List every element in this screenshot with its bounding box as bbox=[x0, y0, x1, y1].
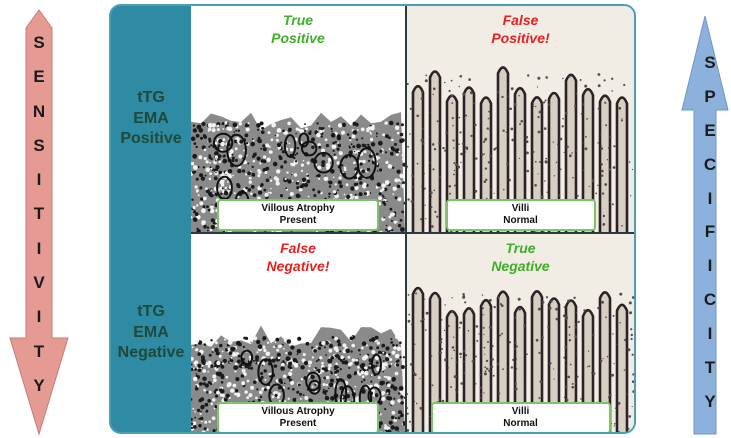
row-divider bbox=[191, 232, 634, 234]
caption-line: Normal bbox=[437, 418, 605, 430]
row-label-negative: tTG EMA Negative bbox=[111, 234, 191, 432]
caption-line: Villi bbox=[437, 406, 605, 418]
row-label-positive: tTG EMA Positive bbox=[111, 6, 191, 232]
sensitivity-letter: I bbox=[37, 308, 42, 325]
sensitivity-letter: S bbox=[33, 34, 44, 51]
cell-heading-line: True bbox=[407, 240, 634, 258]
cell-caption: Villi Normal bbox=[446, 199, 596, 231]
cell-caption: Villous Atrophy Present bbox=[217, 402, 379, 432]
sensitivity-letter: V bbox=[33, 274, 44, 291]
sensitivity-letter: S bbox=[33, 137, 44, 154]
specificity-label: S P E C I F I C I T Y bbox=[698, 54, 722, 410]
row-label-line: Negative bbox=[118, 343, 185, 364]
specificity-letter: C bbox=[704, 156, 716, 173]
cell-heading-line: Negative bbox=[407, 258, 634, 276]
sensitivity-letter: T bbox=[34, 205, 44, 222]
cell-heading: False Positive! bbox=[407, 12, 634, 47]
cell-heading: False Negative! bbox=[191, 240, 405, 275]
cell-heading-line: False bbox=[191, 240, 405, 258]
caption-line: Present bbox=[223, 215, 373, 227]
row-label-line: tTG bbox=[137, 88, 165, 109]
cell-true-positive: True Positive Villous Atrophy Present bbox=[191, 6, 405, 232]
row-label-line: Positive bbox=[120, 129, 181, 150]
caption-line: Villi bbox=[452, 203, 590, 215]
sensitivity-letter: Y bbox=[33, 377, 44, 394]
specificity-letter: F bbox=[705, 223, 715, 240]
row-label-line: EMA bbox=[133, 109, 169, 130]
specificity-letter: T bbox=[705, 359, 715, 376]
cell-heading-line: True bbox=[191, 12, 405, 30]
cell-heading: True Negative bbox=[407, 240, 634, 275]
caption-line: Normal bbox=[452, 215, 590, 227]
diagnostic-matrix: tTG EMA Positive tTG EMA Negative True P… bbox=[109, 4, 636, 434]
cell-heading-line: False bbox=[407, 12, 634, 30]
cell-heading-line: Positive bbox=[191, 30, 405, 48]
cell-false-negative: False Negative! Villous Atrophy Present bbox=[191, 234, 405, 432]
specificity-letter: P bbox=[704, 88, 715, 105]
cell-caption: Villi Normal bbox=[431, 402, 611, 432]
cell-true-negative: True Negative Villi Normal bbox=[407, 234, 634, 432]
caption-line: Present bbox=[223, 418, 373, 430]
specificity-letter: I bbox=[708, 190, 713, 207]
cell-heading-line: Negative! bbox=[191, 258, 405, 276]
cell-heading: True Positive bbox=[191, 12, 405, 47]
specificity-letter: E bbox=[704, 122, 715, 139]
sensitivity-label: S E N S I T I V I T Y bbox=[27, 34, 51, 394]
column-divider bbox=[405, 6, 407, 432]
sensitivity-letter: E bbox=[33, 68, 44, 85]
specificity-letter: S bbox=[704, 54, 715, 71]
specificity-letter: I bbox=[708, 325, 713, 342]
sensitivity-letter: N bbox=[33, 103, 45, 120]
cell-heading-line: Positive! bbox=[407, 30, 634, 48]
caption-line: Villous Atrophy bbox=[223, 406, 373, 418]
sensitivity-letter: I bbox=[37, 240, 42, 257]
cell-false-positive: False Positive! Villi Normal bbox=[407, 6, 634, 232]
caption-line: Villous Atrophy bbox=[223, 203, 373, 215]
row-label-line: tTG bbox=[137, 302, 165, 323]
sensitivity-letter: T bbox=[34, 343, 44, 360]
cell-caption: Villous Atrophy Present bbox=[217, 199, 379, 231]
specificity-letter: C bbox=[704, 291, 716, 308]
row-label-line: EMA bbox=[133, 323, 169, 344]
specificity-letter: I bbox=[708, 257, 713, 274]
specificity-letter: Y bbox=[704, 393, 715, 410]
sensitivity-letter: I bbox=[37, 171, 42, 188]
